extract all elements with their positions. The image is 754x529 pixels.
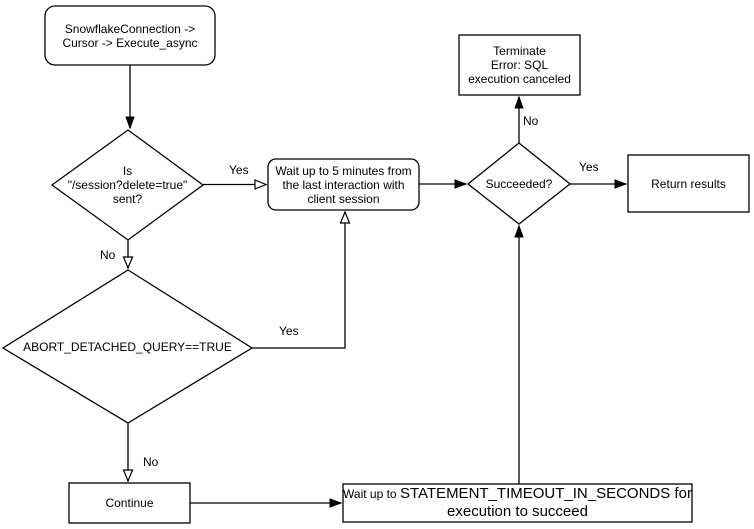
label-line: client session: [307, 191, 380, 206]
timeout-variable-text: STATEMENT_TIMEOUT_IN_SECONDS: [399, 485, 671, 502]
wait-timeout-node-shape: [342, 483, 693, 523]
abort-check-diamond-shape: [1, 269, 254, 424]
label-line: Terminate: [493, 44, 546, 58]
edge-label-session-yes: Yes: [228, 163, 250, 177]
return-results-node-shape: [627, 154, 750, 213]
timeout-suffix-text: for: [670, 485, 692, 502]
label-line: Is: [122, 164, 133, 178]
terminate-label: Terminate Error: SQL execution canceled: [459, 35, 580, 95]
label-line: Succeeded?: [485, 176, 553, 191]
edge-label-abort-yes: Yes: [278, 324, 300, 338]
label-line: "/session?delete=true": [67, 178, 188, 192]
label-line: sent?: [112, 192, 143, 206]
start-node-shape: [44, 5, 216, 66]
wait-client-node-shape: [267, 158, 420, 211]
edge-label-abort-no: No: [142, 455, 160, 469]
succeeded-diamond-shape: [466, 142, 572, 225]
edge-label-succeeded-no: No: [522, 114, 540, 128]
wait-timeout-label: Wait up to STATEMENT_TIMEOUT_IN_SECONDS …: [343, 484, 692, 522]
timeout-prefix-text: Wait up to: [343, 487, 400, 501]
label-line: Error: SQL: [490, 58, 549, 72]
edge-abort-yes-to-wait: [252, 210, 351, 349]
label-line: the last interaction with: [282, 177, 405, 192]
label-line: execution canceled: [468, 72, 571, 86]
label-line: ABORT_DETACHED_QUERY==TRUE: [23, 339, 232, 354]
label-line: Wait up to STATEMENT_TIMEOUT_IN_SECONDS …: [343, 485, 692, 503]
abort-check-label: ABORT_DETACHED_QUERY==TRUE: [3, 270, 252, 423]
edge-label-succeeded-yes: Yes: [578, 160, 600, 174]
label-line: Wait up to 5 minutes from: [275, 163, 412, 178]
label-line: Continue: [105, 496, 154, 510]
edge-label-session-no: No: [99, 248, 117, 262]
continue-label: Continue: [69, 483, 190, 523]
wait-client-label: Wait up to 5 minutes from the last inter…: [268, 159, 419, 210]
label-line: Return results: [651, 176, 726, 191]
continue-node-shape: [68, 482, 191, 524]
label-line: Cursor -> Execute_async: [62, 35, 198, 50]
label-line: execution to succeed: [447, 503, 588, 520]
label-line: SnowflakeConnection ->: [64, 21, 196, 36]
return-results-label: Return results: [628, 155, 749, 212]
session-check-diamond-shape: [50, 129, 205, 241]
session-check-label: Is "/session?delete=true" sent?: [52, 130, 203, 240]
terminate-node-shape: [458, 34, 581, 96]
succeeded-label: Succeeded?: [468, 143, 570, 224]
start-node-label: SnowflakeConnection -> Cursor -> Execute…: [45, 6, 215, 65]
